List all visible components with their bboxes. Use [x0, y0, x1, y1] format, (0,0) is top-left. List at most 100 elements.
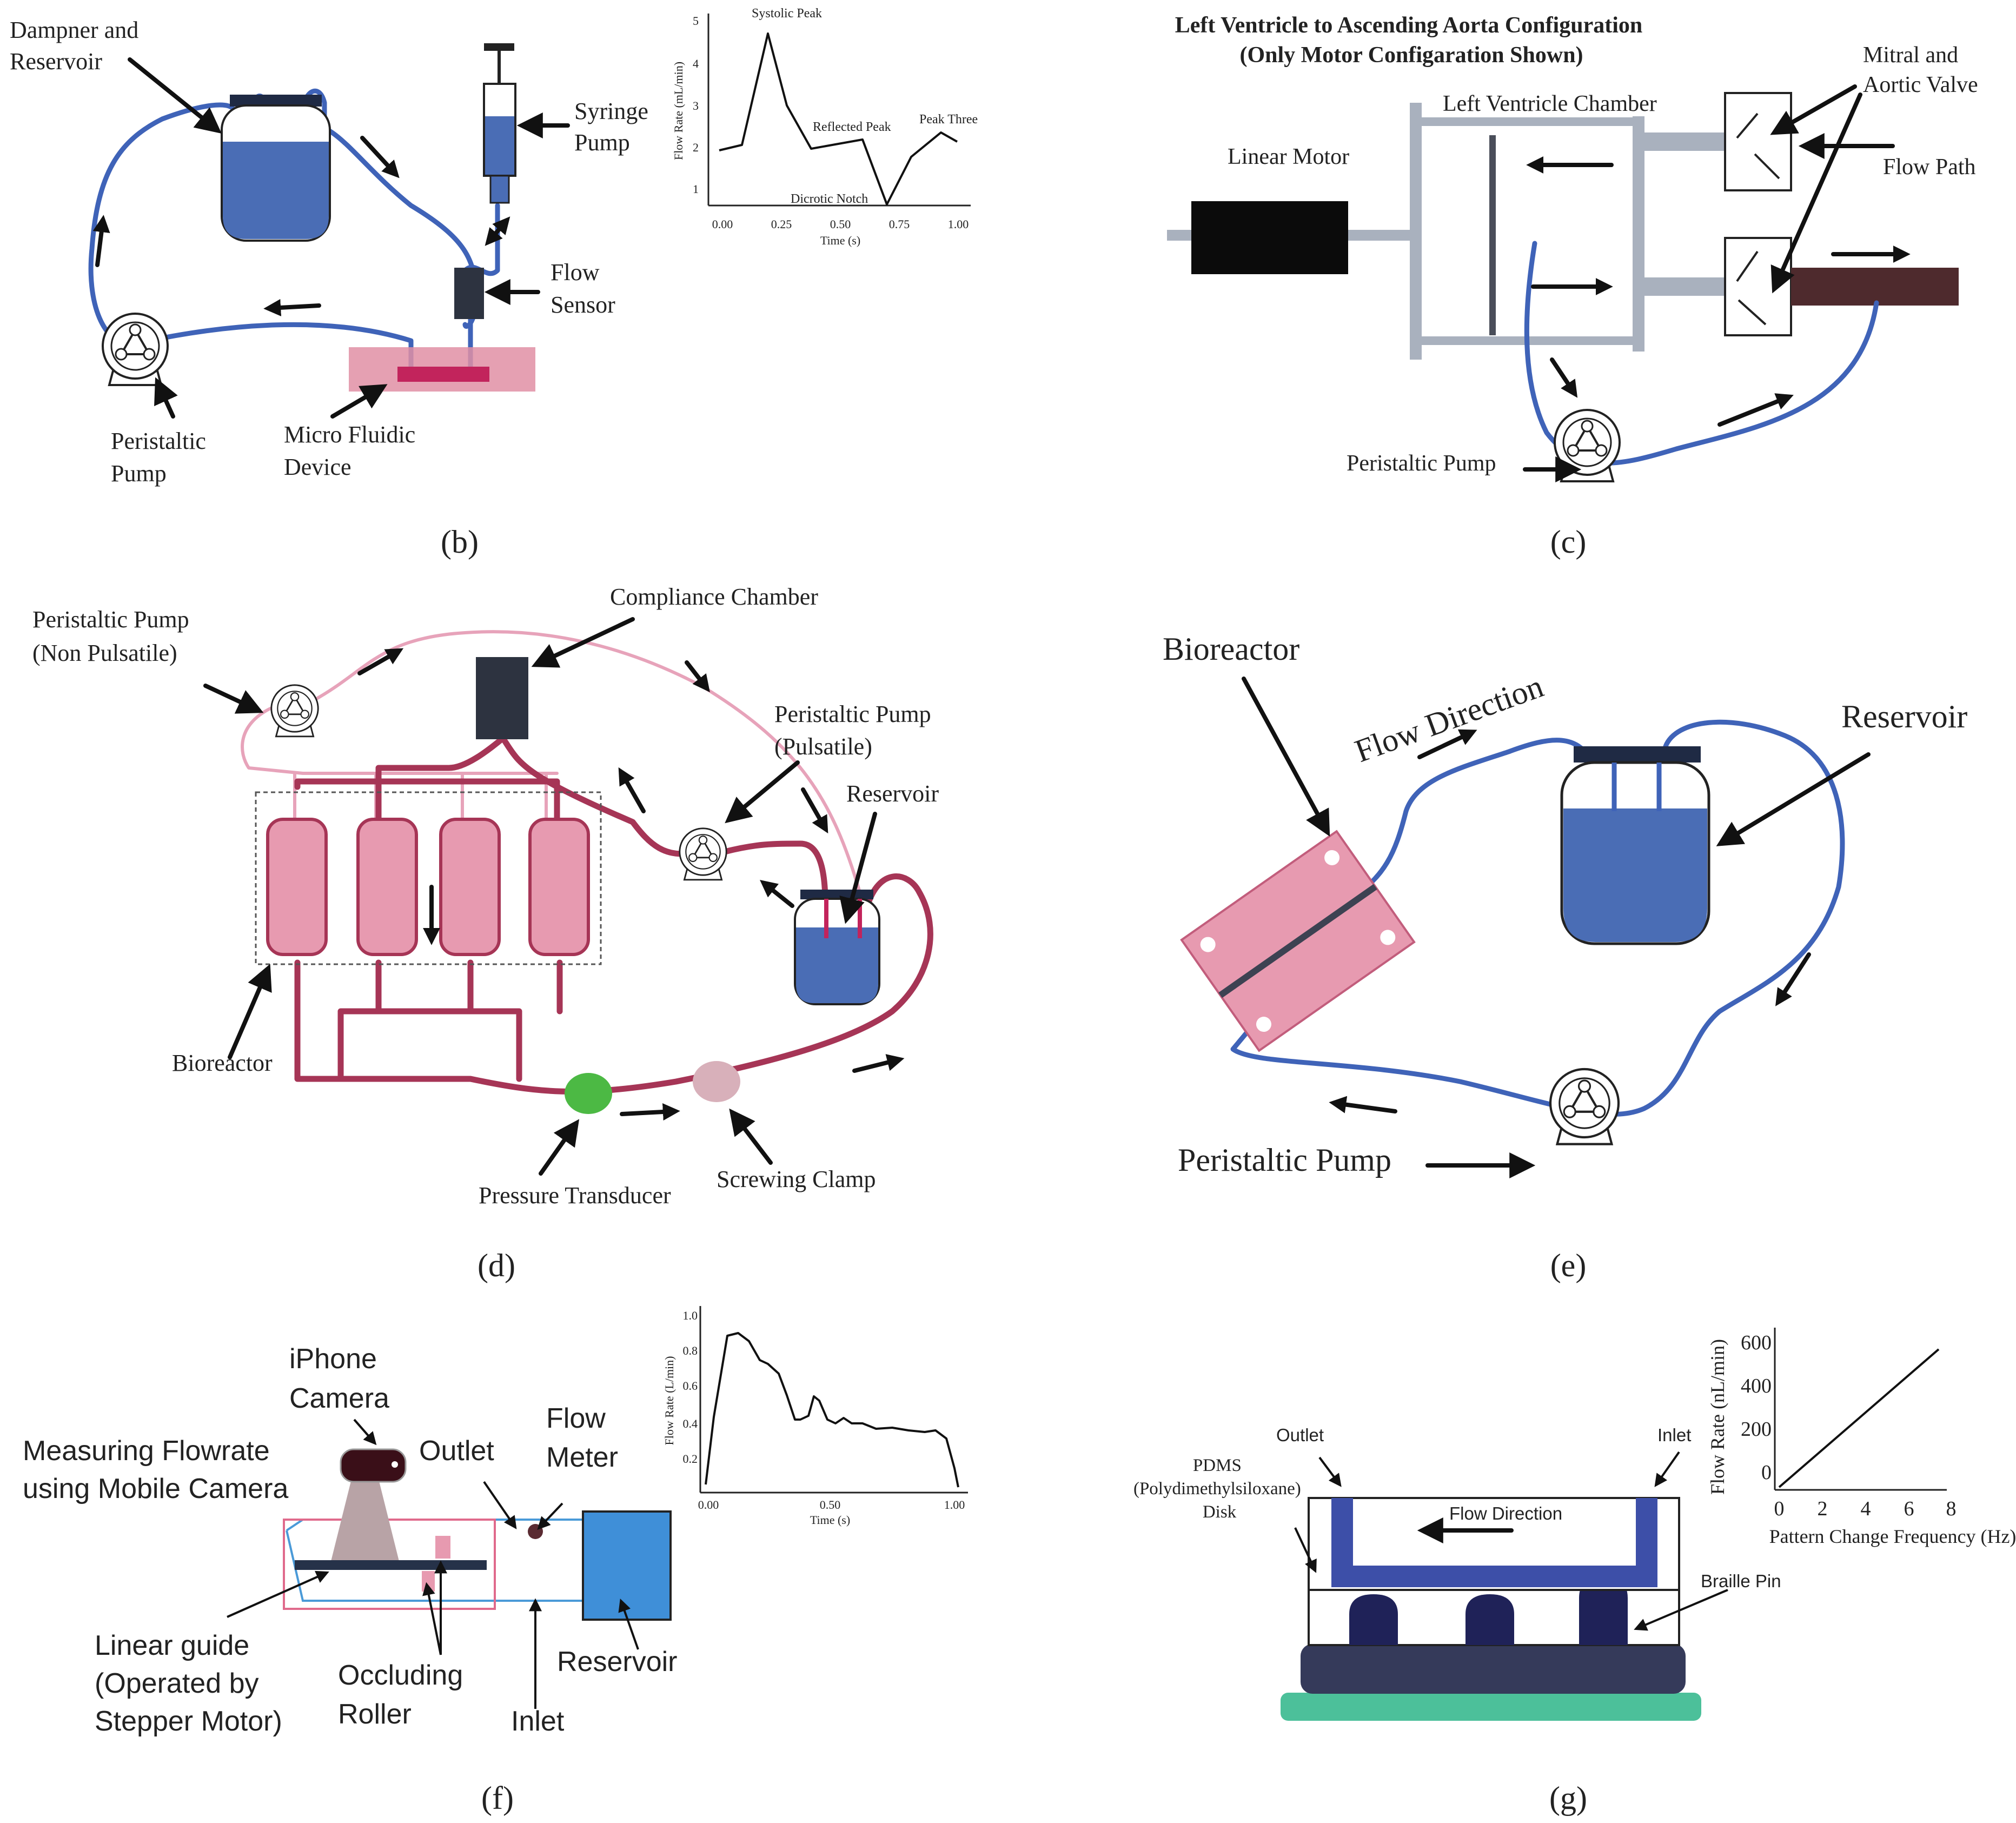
bioreactor-block	[1180, 830, 1416, 1052]
label-flow-direction: Flow Direction	[1350, 668, 1548, 769]
y-tick-label: 0.8	[683, 1344, 698, 1357]
y-tick-label: 0.4	[683, 1417, 698, 1430]
label-valve: Mitral and Aortic Valve	[1863, 43, 1978, 97]
label-bioreactor: Bioreactor	[1163, 631, 1299, 667]
reservoir-fluid	[1563, 808, 1707, 942]
panel-d: Peristaltic Pump (Non Pulsatile) Complia…	[32, 584, 939, 1283]
bioreactor-outline	[255, 791, 602, 965]
pump-icon	[679, 827, 727, 881]
panel-title: Left Ventricle to Ascending Aorta Config…	[1175, 13, 1642, 38]
y-axis-label: Flow Rate (L/min)	[662, 1356, 676, 1446]
y-tick-label: 2	[693, 141, 699, 154]
syringe-fluid	[485, 116, 514, 175]
waveform-line	[719, 32, 958, 205]
screwing-clamp	[693, 1061, 740, 1102]
pump-icon	[1550, 1069, 1619, 1144]
flow-arrow	[1417, 729, 1477, 759]
panel-letter: (d)	[478, 1248, 515, 1283]
pointer-arrow	[1634, 1589, 1728, 1631]
x-tick-label: 0.00	[712, 217, 733, 231]
reservoir-tube	[721, 840, 828, 931]
flow-arrow	[1550, 357, 1578, 398]
bolt-hole	[1200, 937, 1216, 952]
label-clamp: Screwing Clamp	[717, 1166, 876, 1192]
label-motor: Linear Motor	[1228, 144, 1349, 169]
iphone-camera	[340, 1448, 407, 1483]
flow-channel	[1331, 1498, 1657, 1587]
label-roller: Occluding Roller	[338, 1660, 471, 1730]
x-axis-label: Time (s)	[820, 234, 860, 247]
x-tick-label: 0.50	[830, 217, 851, 231]
flow-arrow	[360, 136, 400, 178]
y-axis-label: Flow Rate (mL/min)	[672, 62, 685, 160]
panel-subtitle: (Only Motor Configaration Shown)	[1239, 43, 1583, 68]
ascending-aorta	[1791, 268, 1959, 306]
mitral-valve	[1724, 92, 1792, 191]
panel-letter: (f)	[481, 1780, 514, 1816]
y-tick-label: 200	[1741, 1418, 1772, 1441]
label-pump-np: Peristaltic Pump (Non Pulsatile)	[32, 606, 195, 666]
pointer-arrow	[729, 1108, 773, 1165]
label-flow-path: Flow Path	[1883, 155, 1976, 180]
flow-arrow	[620, 1103, 680, 1121]
bidirectional-arrow	[485, 216, 510, 246]
reservoir-lid	[230, 95, 322, 107]
label-outlet: Outlet	[1276, 1425, 1324, 1445]
camera-lens	[392, 1461, 398, 1468]
valve-leaflet	[1736, 250, 1759, 282]
pointer-arrow	[725, 760, 800, 824]
label-iphone: iPhone Camera	[289, 1343, 389, 1414]
flow-arrow	[1775, 952, 1811, 1006]
annotation-systolic: Systolic Peak	[752, 6, 822, 21]
pointer-arrow	[1770, 84, 1857, 135]
flow-arrow	[618, 767, 646, 813]
flow-arrow	[801, 787, 828, 834]
pointer-arrow	[839, 812, 877, 924]
panel-f: iPhone Camera Measuring Flowrate using M…	[23, 1306, 968, 1816]
linear-motor	[1191, 201, 1348, 274]
label-compliance: Compliance Chamber	[610, 584, 818, 610]
bolt-hole	[1380, 930, 1396, 945]
camera-fov	[330, 1479, 400, 1566]
annotation-reflected: Reflected Peak	[813, 120, 891, 134]
pointer-arrow	[203, 684, 264, 714]
pointer-arrow	[422, 1582, 442, 1655]
chart-f: 0.2 0.4 0.6 0.8 1.0 0.00 0.50 1.00 Time …	[662, 1306, 968, 1527]
chart-b: 1 2 3 4 5 0.00 0.25 0.50 0.75 1.00 Time …	[672, 6, 978, 247]
label-reservoir: Reservoir	[846, 780, 939, 807]
label-pump: Peristaltic Pump	[1178, 1142, 1391, 1178]
microfluidic-channel	[397, 367, 489, 382]
flow-meter	[528, 1524, 543, 1539]
panel-letter: (g)	[1549, 1780, 1587, 1816]
annotation-dicrotic: Dicrotic Notch	[791, 192, 868, 206]
pointer-arrow	[537, 1502, 563, 1530]
x-tick-label: 4	[1861, 1497, 1871, 1520]
label-bioreactor: Bioreactor	[172, 1050, 273, 1076]
y-tick-label: 3	[693, 99, 699, 112]
label-reservoir: Reservoir	[1841, 699, 1967, 734]
bioreactor-membrane	[1218, 884, 1377, 998]
valve-leaflet	[1736, 112, 1759, 139]
flow-arrow	[263, 299, 321, 316]
x-tick-label: 1.00	[944, 1498, 965, 1512]
panel-letter: (b)	[441, 524, 479, 560]
flow-arrow	[92, 215, 110, 267]
pointer-arrow	[618, 1598, 639, 1650]
x-axis-label: Time (s)	[810, 1513, 850, 1527]
pointer-arrow	[1654, 1451, 1680, 1487]
label-pump: Peristaltic Pump	[111, 428, 212, 487]
y-tick-label: 5	[693, 14, 699, 28]
label-device: Micro Fluidic Device	[284, 421, 421, 480]
label-reservoir: Reservoir	[557, 1646, 678, 1678]
valve-leaflet	[1754, 153, 1780, 180]
pointer-arrow	[539, 1119, 580, 1176]
pointer-arrow	[330, 384, 388, 419]
x-tick-label: 6	[1904, 1497, 1914, 1520]
pulsatile-tube	[500, 735, 701, 857]
y-tick-label: 0	[1761, 1461, 1772, 1484]
panel-c: Left Ventricle to Ascending Aorta Config…	[1167, 13, 1978, 560]
pointer-arrow	[128, 57, 222, 134]
waveform-line	[705, 1332, 959, 1488]
base-plate	[1281, 1693, 1701, 1721]
